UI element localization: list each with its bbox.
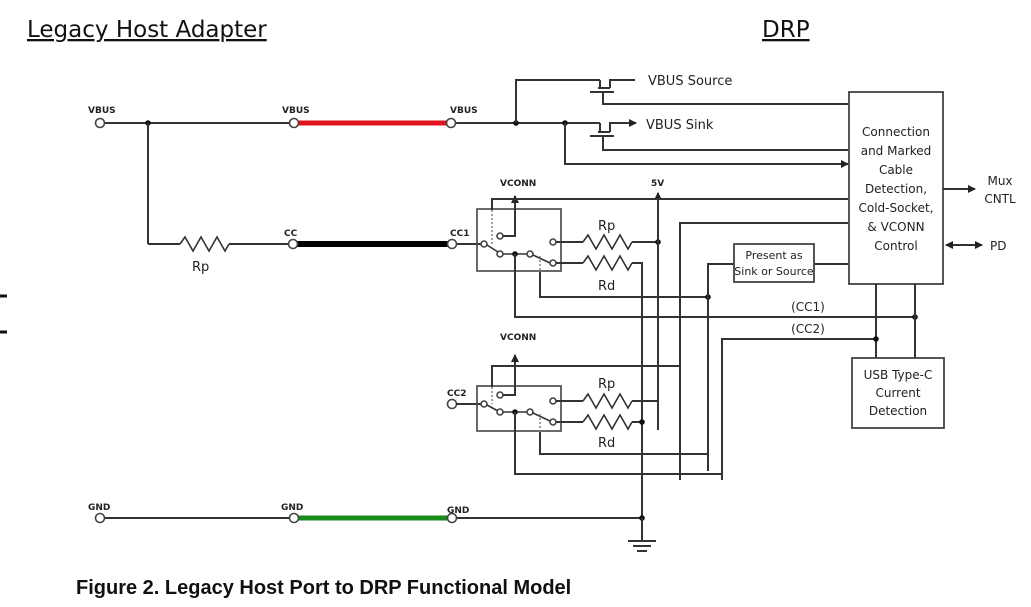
svg-text:Control: Control bbox=[874, 239, 917, 253]
cc2-terminal bbox=[446, 398, 458, 410]
cc2-switch bbox=[456, 354, 723, 480]
current-detection-block bbox=[851, 357, 945, 429]
heading-drp: DRP bbox=[762, 17, 810, 43]
heading-legacy-host-adapter: Legacy Host Adapter bbox=[27, 17, 267, 43]
cc2-resistors bbox=[556, 392, 658, 431]
vbus-source-label: VBUS Source bbox=[648, 74, 732, 89]
vbus-cable-right-label: VBUS bbox=[450, 106, 478, 116]
gnd-cable-left-terminal bbox=[288, 512, 300, 524]
cc1-rd-label: Rd bbox=[598, 279, 615, 294]
present-as-text-1: Present as bbox=[745, 249, 803, 262]
gnd-net bbox=[104, 515, 645, 540]
cc1-terminal bbox=[446, 238, 458, 250]
svg-text:and Marked: and Marked bbox=[861, 144, 932, 158]
cc-net bbox=[148, 235, 482, 253]
cc2-rp-label: Rp bbox=[598, 377, 615, 392]
vbus-sink-fet bbox=[590, 119, 848, 151]
cc-cable-left-label: CC bbox=[284, 229, 298, 239]
vbus-cable-left-label: VBUS bbox=[282, 106, 310, 116]
cc2-rd-label: Rd bbox=[598, 436, 615, 451]
cc2-bus-label: (CC2) bbox=[791, 322, 825, 336]
five-volt-label: 5V bbox=[651, 179, 664, 189]
gnd-host-terminal bbox=[94, 512, 106, 524]
current-detection-text-3: Detection bbox=[869, 404, 927, 418]
cc1-label: CC1 bbox=[450, 229, 469, 239]
vconn-cc2-label: VCONN bbox=[500, 333, 536, 343]
present-as-block bbox=[733, 243, 815, 283]
controller-block-text: Connection and Marked Cable Detection, C… bbox=[859, 125, 934, 253]
vbus-cable-left-terminal bbox=[288, 117, 300, 129]
figure-caption: Figure 2. Legacy Host Port to DRP Functi… bbox=[76, 577, 571, 599]
cc1-resistors bbox=[556, 233, 661, 520]
svg-text:Connection: Connection bbox=[862, 125, 930, 139]
mux-cntl-label-1: Mux bbox=[987, 174, 1012, 188]
cc-cable-left-terminal bbox=[287, 238, 299, 250]
cc1-bus-label: (CC1) bbox=[791, 300, 825, 314]
vbus-net bbox=[104, 79, 849, 244]
cc1-rp-label: Rp bbox=[598, 219, 615, 234]
svg-text:Detection,: Detection, bbox=[865, 182, 927, 196]
current-detection-text-1: USB Type-C bbox=[864, 368, 933, 382]
vbus-host-label: VBUS bbox=[88, 106, 116, 116]
gnd-cable-left-label: GND bbox=[281, 503, 303, 513]
svg-text:Cold-Socket,: Cold-Socket, bbox=[859, 201, 934, 215]
present-as-text-2: Sink or Source bbox=[734, 265, 814, 278]
cc1-switch bbox=[476, 195, 562, 272]
cc2-label: CC2 bbox=[447, 389, 466, 399]
ground-icon bbox=[628, 540, 656, 552]
mux-cntl-label-2: CNTL bbox=[984, 192, 1016, 206]
vbus-cable-right-terminal bbox=[445, 117, 457, 129]
control-wires bbox=[491, 198, 918, 480]
pd-label: PD bbox=[990, 239, 1006, 253]
vbus-source-fet bbox=[590, 79, 848, 105]
svg-text:& VCONN: & VCONN bbox=[867, 220, 924, 234]
host-rp-label: Rp bbox=[192, 260, 209, 275]
gnd-host-label: GND bbox=[88, 503, 110, 513]
vconn-cc1-label: VCONN bbox=[500, 179, 536, 189]
gnd-cable-right-label: GND bbox=[447, 506, 469, 516]
vbus-host-terminal bbox=[94, 117, 106, 129]
gnd-cable-right-terminal bbox=[446, 512, 458, 524]
controller-block bbox=[848, 91, 944, 285]
current-detection-text-2: Current bbox=[875, 386, 920, 400]
vbus-sink-label: VBUS Sink bbox=[646, 118, 714, 133]
svg-text:Cable: Cable bbox=[879, 163, 913, 177]
